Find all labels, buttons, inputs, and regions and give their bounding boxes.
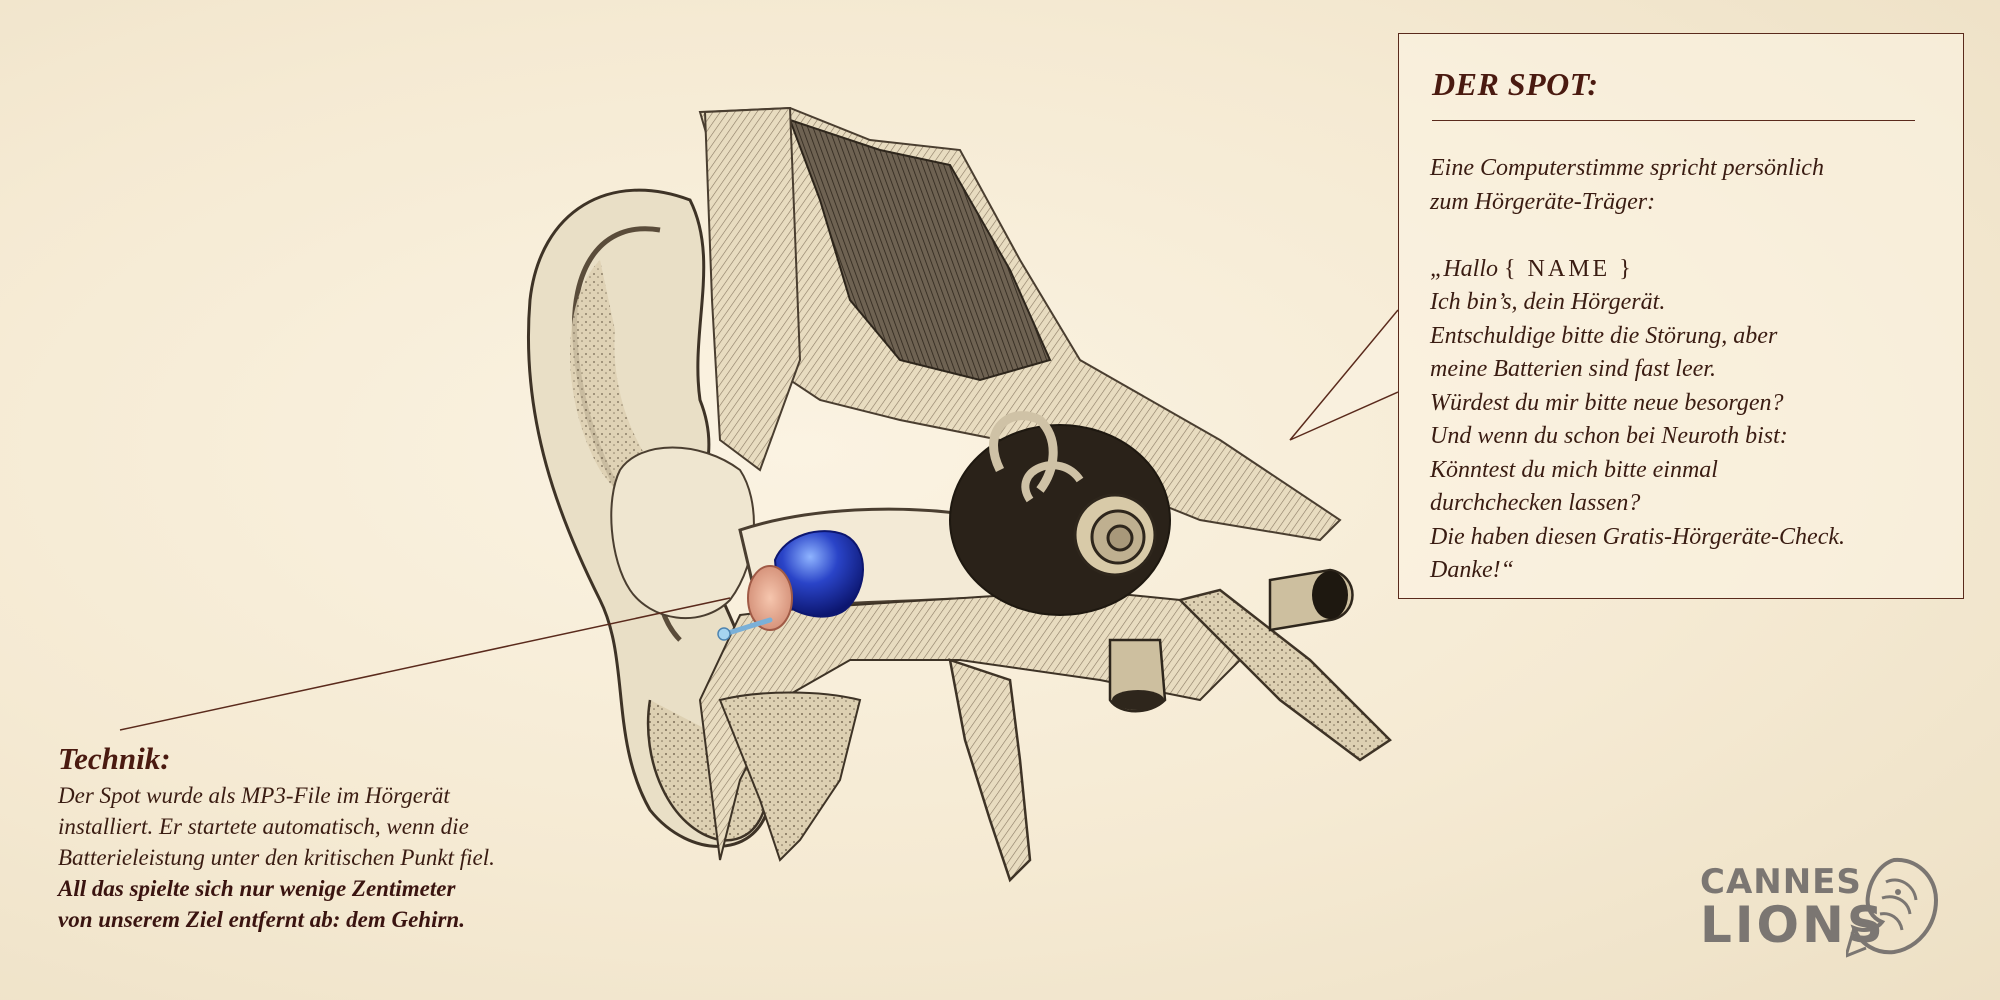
vessel-opening	[1312, 571, 1348, 619]
carotid-opening	[1112, 690, 1164, 710]
quote-greeting: „Hallo	[1430, 255, 1499, 282]
spot-intro-line: Eine Computerstimme spricht persönlich	[1430, 155, 1824, 181]
cannes-lions-logo: CANNES LIONS	[1700, 852, 1940, 962]
technik-pointer-line	[119, 597, 731, 731]
technik-line: installiert. Er startete automatisch, we…	[58, 814, 469, 839]
hearing-aid-wire-knob	[717, 627, 731, 641]
spot-quote-line: meine Batterien sind fast leer.	[1430, 356, 1716, 382]
styloid-process	[948, 658, 1032, 883]
mastoid-bone	[718, 691, 862, 862]
spot-intro-line: zum Hörgeräte-Träger:	[1430, 188, 1656, 215]
logo-text-lions: LIONS	[1700, 896, 1886, 954]
spot-speech-tail	[1289, 309, 1399, 441]
semicircular-canal-2	[1021, 461, 1084, 503]
spot-quote-line: durchchecken lassen?	[1430, 490, 1641, 516]
hearing-aid-pull-wire	[722, 617, 773, 637]
name-placeholder: { NAME }	[1504, 255, 1634, 282]
technik-line: Der Spot wurde als MP3-File im Hörgerät	[58, 783, 450, 808]
lion-head-icon	[1846, 857, 1939, 958]
spot-spacer	[1430, 219, 1950, 253]
spot-quote-line: Könntest du mich bitte einmal	[1430, 456, 1718, 483]
spot-quote-line: Danke!“	[1430, 557, 1514, 583]
logo-text-cannes: CANNES	[1700, 862, 1862, 902]
spot-quote-opening: „Hallo { NAME }	[1430, 253, 1950, 287]
technik-bold-line: von unserem Ziel entfernt ab: dem Gehirn…	[58, 907, 465, 932]
spot-divider	[1432, 120, 1915, 121]
technik-text-block: Technik: Der Spot wurde als MP3-File im …	[58, 738, 698, 935]
spot-title: DER SPOT:	[1432, 66, 1599, 102]
spot-body: Eine Computerstimme spricht persönlich z…	[1430, 152, 1950, 588]
spot-quote-line: Ich bin’s, dein Hörgerät.	[1430, 289, 1666, 315]
spot-quote-line: Die haben diesen Gratis-Hörgeräte-Check.	[1430, 523, 1846, 550]
concha-shape	[610, 446, 755, 620]
hearing-aid-faceplate	[747, 565, 793, 631]
spot-text-box: DER SPOT: Eine Computerstimme spricht pe…	[1398, 33, 1964, 599]
technik-bold-line: All das spielte sich nur wenige Zentimet…	[58, 876, 456, 901]
technik-title: Technik:	[58, 741, 171, 776]
spot-quote-line: Entschuldige bitte die Störung, aber	[1430, 322, 1778, 349]
spot-quote-line: Und wenn du schon bei Neuroth bist:	[1430, 423, 1788, 449]
spot-quote-line: Würdest du mir bitte neue besorgen?	[1430, 389, 1784, 416]
cochlea-inner	[1106, 524, 1134, 552]
technik-body: Der Spot wurde als MP3-File im Hörgerät …	[58, 780, 698, 935]
dark-bone-section	[788, 118, 1052, 382]
eustachian-tube	[1177, 588, 1392, 762]
vertical-muscle-bands	[703, 106, 802, 472]
hearing-aid-shell	[773, 530, 864, 618]
technik-line: Batterieleistung unter den kritischen Pu…	[58, 845, 495, 870]
